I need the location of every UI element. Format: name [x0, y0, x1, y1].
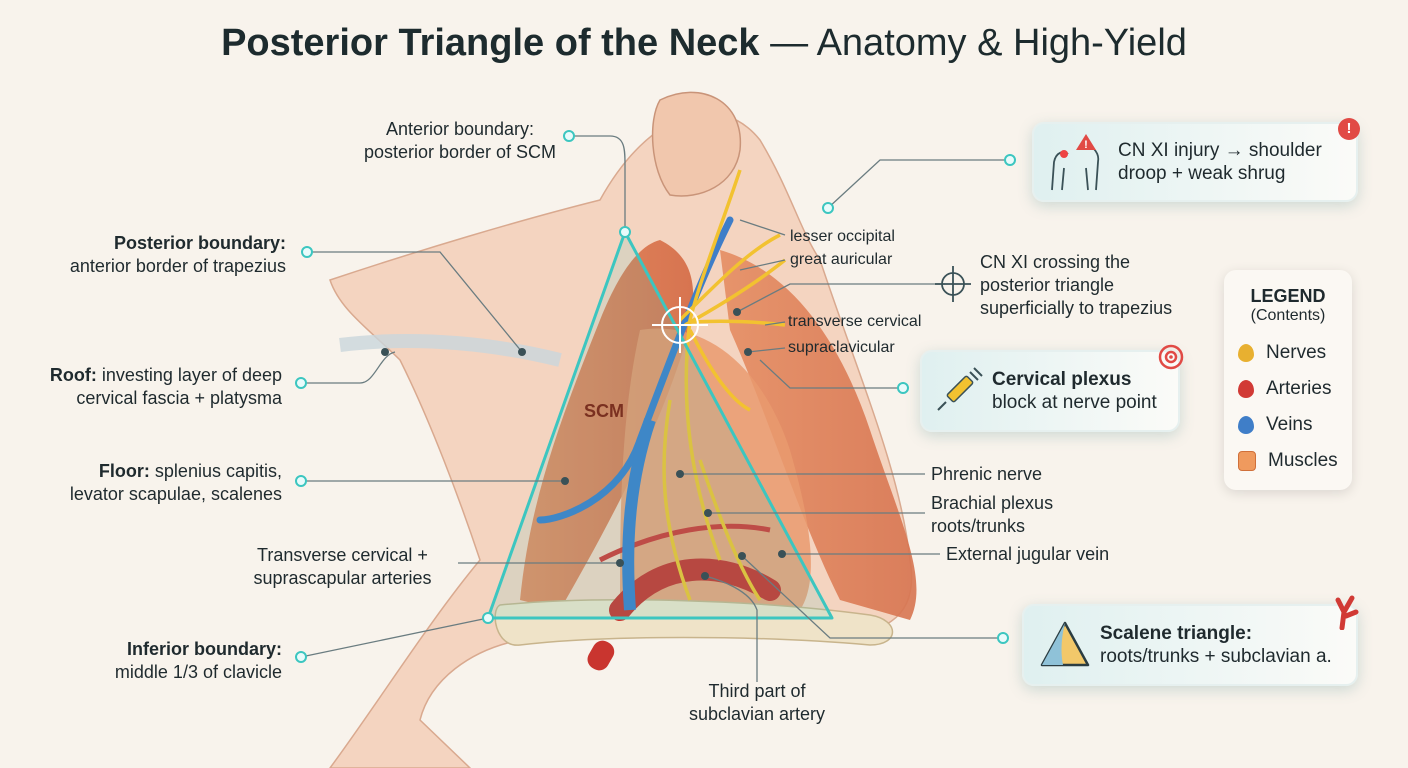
legend-item-nerves: Nerves	[1238, 342, 1326, 364]
scalene-triangle-icon	[1040, 621, 1090, 667]
transverse-cervical-artery	[598, 523, 771, 563]
subclavian-artery	[609, 558, 781, 621]
label-roof: Roof: investing layer of deep cervical f…	[20, 364, 282, 410]
title-bold: Posterior Triangle of the Neck	[221, 22, 760, 64]
legend-item-muscles: Muscles	[1238, 450, 1338, 472]
label-line: middle 1/3 of clavicle	[114, 662, 282, 682]
callout-bold: Scalene triangle:	[1100, 623, 1253, 644]
callout-line: block at nerve point	[992, 392, 1157, 413]
posterior-triangle-outline	[486, 230, 834, 620]
label-bold: Posterior boundary:	[113, 233, 286, 253]
drop-icon	[1238, 380, 1254, 398]
label-line: superficially to trapezius	[980, 298, 1173, 318]
label-scm: SCM	[584, 401, 624, 421]
trapezius-muscle	[720, 250, 917, 620]
label-subclavian: Third part of subclavian artery	[667, 680, 847, 726]
syringe-icon	[937, 367, 983, 411]
floor-muscles	[620, 328, 811, 610]
nerve-point-crosshair-icon	[652, 297, 708, 353]
legend-label: Veins	[1266, 414, 1313, 435]
label-line: subclavian artery	[688, 704, 826, 724]
label-brachial-plexus: Brachial plexus roots/trunks	[931, 492, 1053, 538]
label-floor: Floor: splenius capitis, levator scapula…	[20, 460, 282, 506]
legend-label: Nerves	[1266, 342, 1327, 363]
label-line: Transverse cervical +	[257, 545, 428, 565]
ear	[651, 91, 742, 197]
label-line: investing layer of deep	[96, 365, 282, 385]
label-line: cervical fascia + platysma	[76, 388, 282, 408]
target-icon	[1158, 344, 1184, 370]
legend-label: Arteries	[1266, 378, 1332, 399]
leader-dots	[295, 130, 1016, 663]
callout-line: roots/trunks + subclavian a.	[1100, 646, 1332, 667]
callout-bold: Cervical plexus	[992, 369, 1132, 390]
legend-label: Muscles	[1268, 450, 1338, 471]
label-bold: Inferior boundary:	[126, 639, 282, 659]
callout-cn-xi-injury: ! CN XI injury → shoulder droop + weak s…	[1032, 118, 1360, 202]
label-line: roots/trunks	[931, 516, 1026, 536]
structure-dots	[381, 308, 786, 580]
fascia-roof	[339, 333, 562, 367]
label-bold: Roof:	[49, 365, 97, 385]
alert-icon: !	[1338, 118, 1360, 140]
label-line: Brachial plexus	[931, 493, 1054, 513]
title-light: — Anatomy & High-Yield	[759, 22, 1187, 64]
label-anterior-boundary: Anterior boundary: posterior border of S…	[330, 118, 590, 164]
drop-icon	[1238, 344, 1254, 362]
label-arteries: Transverse cervical + suprascapular arte…	[230, 544, 455, 590]
callout-line: droop + weak shrug	[1118, 163, 1286, 184]
label-transverse-cervical: transverse cervical	[788, 313, 922, 330]
artery-icon	[1335, 595, 1359, 630]
crosshair-icon	[935, 266, 971, 302]
label-inferior-boundary: Inferior boundary: middle 1/3 of clavicl…	[20, 638, 282, 684]
callout-cervical-plexus: Cervical plexus block at nerve point	[920, 344, 1184, 432]
label-cn-xi: CN XI crossing the posterior triangle su…	[980, 251, 1172, 320]
nerves	[662, 169, 787, 601]
leader-lines	[300, 135, 1010, 682]
label-line: suprascapular arteries	[253, 568, 432, 588]
callout-line: CN XI injury → shoulder	[1118, 140, 1322, 161]
legend-item-arteries: Arteries	[1238, 378, 1331, 400]
label-great-auricular: great auricular	[790, 251, 893, 268]
clavicle	[494, 599, 894, 646]
square-icon	[1238, 451, 1256, 471]
label-external-jugular-vein: External jugular vein	[946, 544, 1110, 564]
label-posterior-boundary: Posterior boundary: anterior border of t…	[20, 232, 286, 278]
label-supraclavicular: supraclavicular	[788, 339, 895, 356]
label-line: anterior border of trapezius	[69, 256, 286, 276]
label-phrenic-nerve: Phrenic nerve	[931, 464, 1043, 484]
callout-scalene-triangle: Scalene triangle: roots/trunks + subclav…	[1022, 595, 1359, 686]
subclavian-stump	[587, 640, 615, 671]
label-line: Third part of	[708, 681, 806, 701]
page-title: Posterior Triangle of the Neck — Anatomy…	[0, 22, 1408, 65]
label-line: splenius capitis,	[149, 461, 282, 481]
legend: LEGEND (Contents) Nerves Arteries Veins …	[1224, 270, 1352, 490]
drop-icon	[1238, 416, 1254, 434]
shoulder-droop-icon: !	[1051, 134, 1100, 191]
label-bold: Floor:	[98, 461, 150, 481]
label-line: posterior border of SCM	[363, 142, 557, 162]
legend-subtitle: (Contents)	[1250, 307, 1326, 324]
vein-lower	[622, 418, 656, 611]
label-line: posterior triangle	[980, 275, 1115, 295]
label-line: Anterior boundary:	[385, 119, 535, 139]
legend-title: LEGEND	[1250, 286, 1326, 306]
label-line: CN XI crossing the	[980, 252, 1131, 272]
svg-text:!: !	[1084, 139, 1088, 151]
legend-item-veins: Veins	[1238, 414, 1312, 436]
label-line: levator scapulae, scalenes	[69, 484, 282, 504]
label-lesser-occipital: lesser occipital	[790, 228, 895, 245]
